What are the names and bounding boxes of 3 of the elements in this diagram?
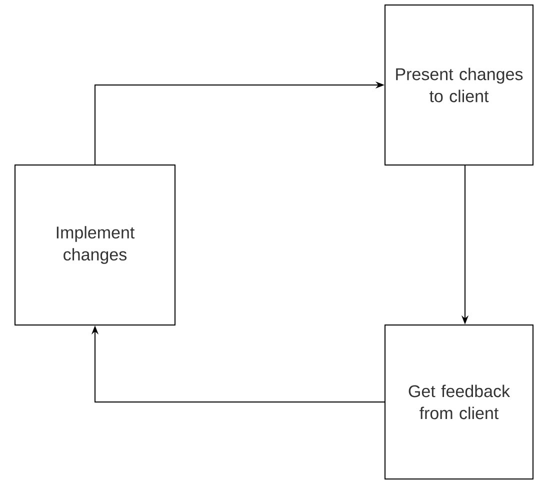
process-box: Implement changes [14, 164, 176, 326]
process-box: Present changes to client [384, 4, 534, 166]
process-box: Get feedback from client [384, 324, 534, 480]
